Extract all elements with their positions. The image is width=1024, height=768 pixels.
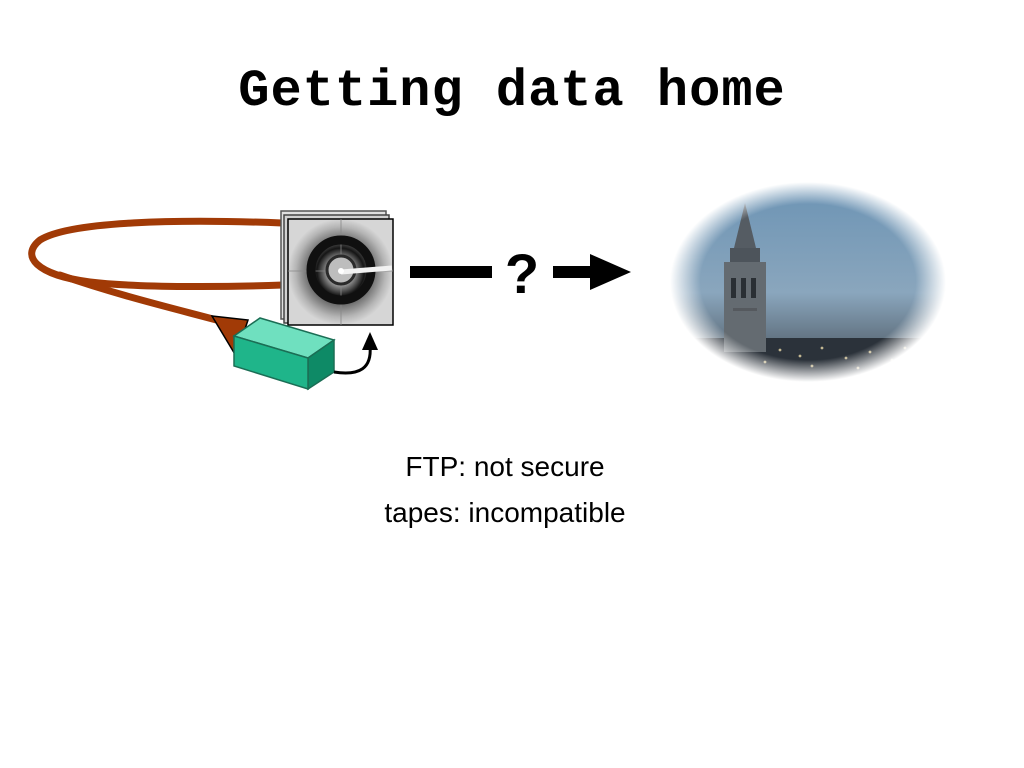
campus-tower-photo — [668, 180, 950, 385]
note-ftp: FTP: not secure — [405, 451, 605, 482]
note-tapes: tapes: incompatible — [384, 497, 626, 528]
slide-title: Getting data home — [238, 62, 786, 121]
tape-cartridge-icon — [232, 317, 336, 391]
question-mark: ? — [504, 242, 540, 305]
transfer-bar — [410, 266, 492, 278]
transfer-arrow-icon — [553, 254, 631, 290]
notes: FTP: not secure tapes: incompatible — [300, 444, 710, 536]
diffraction-image-icon — [280, 210, 394, 326]
tape-to-image-arrow — [333, 332, 378, 375]
